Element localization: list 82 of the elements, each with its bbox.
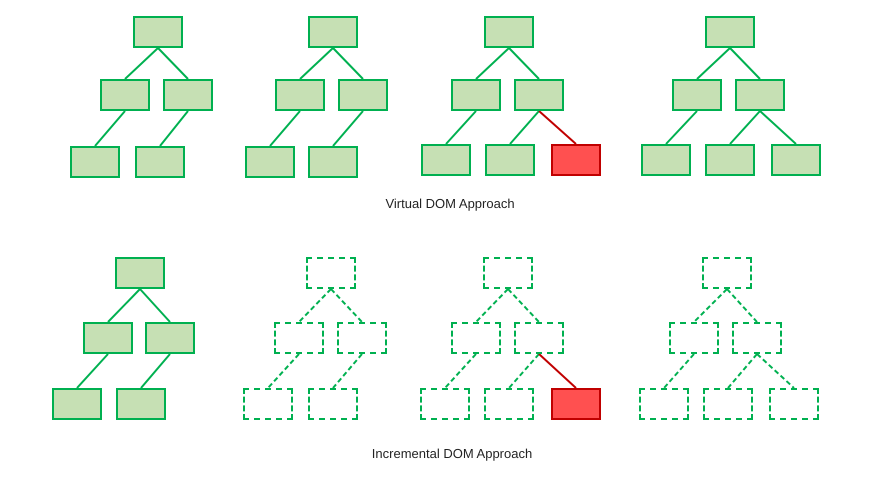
tree-node-box xyxy=(672,79,722,111)
dashed-tree-node-box xyxy=(732,322,782,354)
connector-line xyxy=(508,353,540,389)
dashed-tree-node-box xyxy=(483,257,533,289)
connector-line xyxy=(94,110,126,147)
tree-node-box xyxy=(135,146,185,178)
tree-node-box xyxy=(735,79,785,111)
tree-node-box xyxy=(275,79,325,111)
connector-line xyxy=(444,353,477,389)
connector-line xyxy=(330,288,363,323)
dashed-tree-node-box xyxy=(484,388,534,420)
tree-node-box xyxy=(338,79,388,111)
tree-node-box xyxy=(116,388,166,420)
connector-line xyxy=(332,47,364,80)
connector-line xyxy=(509,110,540,145)
dashed-tree-node-box xyxy=(274,322,324,354)
changed-tree-node-box xyxy=(551,388,601,420)
connector-line xyxy=(538,353,577,389)
dashed-tree-node-box xyxy=(702,257,752,289)
dashed-tree-node-box xyxy=(337,322,387,354)
dashed-tree-node-box xyxy=(514,322,564,354)
connector-line xyxy=(696,47,731,80)
connector-line xyxy=(332,110,364,147)
tree-node-box xyxy=(52,388,102,420)
connector-line xyxy=(756,353,795,389)
connector-line xyxy=(76,353,109,389)
connector-line xyxy=(139,288,171,323)
connector-line xyxy=(140,353,171,389)
dashed-tree-node-box xyxy=(451,322,501,354)
connector-line xyxy=(267,353,300,389)
tree-node-box xyxy=(115,257,165,289)
connector-line xyxy=(157,47,189,80)
connector-line xyxy=(665,110,698,145)
dashed-tree-node-box xyxy=(306,257,356,289)
connector-line xyxy=(107,288,141,323)
tree-node-box xyxy=(705,144,755,176)
connector-line xyxy=(759,110,797,145)
dashed-tree-node-box xyxy=(243,388,293,420)
tree-node-box xyxy=(70,146,120,178)
connector-line xyxy=(475,47,510,80)
tree-node-box xyxy=(133,16,183,48)
connector-line xyxy=(693,288,728,323)
connector-line xyxy=(475,288,509,323)
tree-node-box xyxy=(308,16,358,48)
dashed-tree-node-box xyxy=(639,388,689,420)
changed-tree-node-box xyxy=(551,144,601,176)
connector-line xyxy=(445,110,477,145)
tree-node-box xyxy=(145,322,195,354)
tree-node-box xyxy=(83,322,133,354)
tree-node-box xyxy=(641,144,691,176)
tree-node-box xyxy=(163,79,213,111)
connector-line xyxy=(663,353,695,389)
caption-text: Virtual DOM Approach xyxy=(385,196,515,211)
tree-node-box xyxy=(451,79,501,111)
tree-node-box xyxy=(484,16,534,48)
dashed-tree-node-box xyxy=(703,388,753,420)
connector-line xyxy=(298,288,332,323)
connector-line xyxy=(124,47,159,80)
tree-node-box xyxy=(100,79,150,111)
dashed-tree-node-box xyxy=(669,322,719,354)
tree-node-box xyxy=(514,79,564,111)
tree-node-box xyxy=(421,144,471,176)
connector-line xyxy=(729,110,761,145)
connector-line xyxy=(726,288,758,323)
dashed-tree-node-box xyxy=(769,388,819,420)
dashed-tree-node-box xyxy=(308,388,358,420)
connector-line xyxy=(727,353,758,389)
connector-line xyxy=(159,110,189,147)
dashed-tree-node-box xyxy=(420,388,470,420)
tree-node-box xyxy=(705,16,755,48)
tree-node-box xyxy=(771,144,821,176)
caption-text: Incremental DOM Approach xyxy=(372,446,532,461)
connector-line xyxy=(729,47,761,80)
connector-line xyxy=(538,110,577,145)
tree-node-box xyxy=(245,146,295,178)
connector-line xyxy=(269,110,301,147)
connector-line xyxy=(508,47,540,80)
tree-node-box xyxy=(485,144,535,176)
tree-node-box xyxy=(308,146,358,178)
connector-line xyxy=(507,288,540,323)
connector-line xyxy=(299,47,334,80)
connector-line xyxy=(332,353,363,389)
